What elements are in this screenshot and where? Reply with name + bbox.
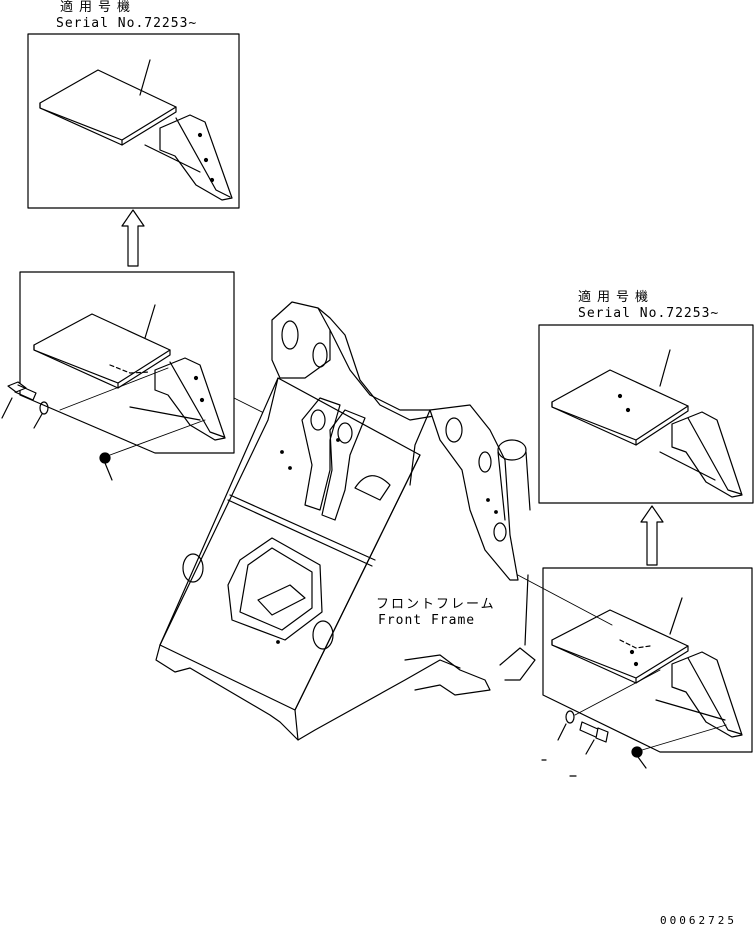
washer-right bbox=[558, 711, 574, 740]
nut-right bbox=[632, 747, 646, 768]
right-serial-label: Serial No.72253~ bbox=[578, 306, 720, 321]
leader-nut-right bbox=[642, 725, 726, 750]
leader-bolt-right bbox=[575, 670, 660, 715]
cover-plate-right bbox=[552, 350, 742, 497]
washer-left bbox=[34, 402, 48, 428]
leader-nut-left bbox=[110, 420, 205, 455]
callout-box-top-left bbox=[28, 34, 239, 208]
bolt-right bbox=[580, 722, 608, 754]
leader-bolt-left bbox=[60, 368, 168, 410]
callout-box-right bbox=[539, 325, 753, 503]
leader-frame-right bbox=[514, 573, 612, 625]
front-frame-label-jp: フロントフレーム bbox=[376, 597, 496, 612]
front-frame-label-en: Front Frame bbox=[378, 613, 476, 628]
callout-box-left bbox=[2, 272, 278, 480]
front-frame bbox=[156, 302, 535, 740]
nut-left bbox=[100, 453, 112, 480]
bolt-left bbox=[2, 382, 36, 418]
top-left-applicable-label: 適用号機 bbox=[60, 0, 137, 15]
top-left-serial-label: Serial No.72253~ bbox=[56, 16, 198, 31]
arrow-up-right bbox=[641, 506, 663, 565]
callout-box-lower-right bbox=[514, 568, 752, 776]
cover-plate-lower-right bbox=[552, 598, 742, 737]
cover-plate-left bbox=[34, 305, 225, 440]
right-applicable-label: 適用号機 bbox=[578, 290, 655, 305]
cover-plate-top-left bbox=[40, 60, 232, 200]
drawing-code: 00062725 bbox=[660, 914, 737, 927]
arrow-up-left bbox=[122, 210, 144, 266]
